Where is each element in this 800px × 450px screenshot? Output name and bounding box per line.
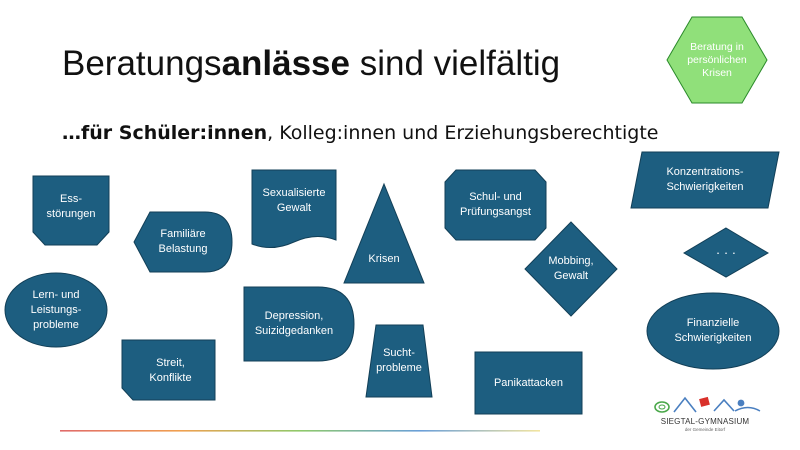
hexagon-label: Beratung in persönlichen Krisen [687, 40, 747, 79]
depression-shape [243, 286, 355, 362]
schul-shape [444, 169, 547, 241]
familiaere-label: Familiäre Belastung [158, 228, 208, 255]
essstoerungen-label: Ess- störungen [46, 193, 96, 220]
panik-shape [474, 351, 583, 415]
footer-line [60, 430, 540, 432]
logo-name: SIEGTAL-GYMNASIUM [660, 417, 750, 426]
finanzielle-shape [646, 292, 780, 370]
depression-label: Depression, Suizidgedanken [254, 310, 334, 337]
slide-title: Beratungsanlässe sind vielfältig [62, 44, 561, 83]
sucht-shape [365, 324, 433, 398]
school-logo-icon [654, 396, 761, 413]
finanzielle-label: Finanzielle Schwierigkeiten [674, 317, 752, 344]
hexagon-shape [666, 16, 768, 104]
lern-label: Lern- und Leistungs- probleme [30, 288, 82, 331]
slide-subtitle: …für Schüler:innen, Kolleg:innen und Erz… [62, 122, 659, 144]
streit-shape [121, 339, 216, 401]
essstoerungen-shape [32, 175, 110, 246]
mobbing-shape [524, 221, 618, 317]
sexualisierte-shape [251, 169, 337, 248]
sexualisierte-label: Sexualisierte Gewalt [262, 187, 326, 214]
konzentration-label: Konzentrations- Schwierigkeiten [666, 166, 744, 193]
lern-shape [4, 272, 108, 348]
sucht-label: Sucht- probleme [376, 347, 422, 374]
dots-shape [683, 227, 769, 278]
logo-subtitle: der Gemeinde Eitorf [684, 427, 726, 432]
streit-label: Streit, Konflikte [149, 357, 192, 384]
mobbing-label: Mobbing, Gewalt [548, 255, 594, 282]
krisen-shape [343, 182, 425, 284]
krisen-label: Krisen [368, 252, 400, 265]
panik-label: Panikattacken [493, 376, 564, 389]
schul-label: Schul- und Prüfungsangst [460, 191, 531, 218]
konzentration-shape [630, 151, 780, 209]
dots-label: · · · [715, 244, 737, 260]
familiaere-shape [133, 211, 233, 273]
